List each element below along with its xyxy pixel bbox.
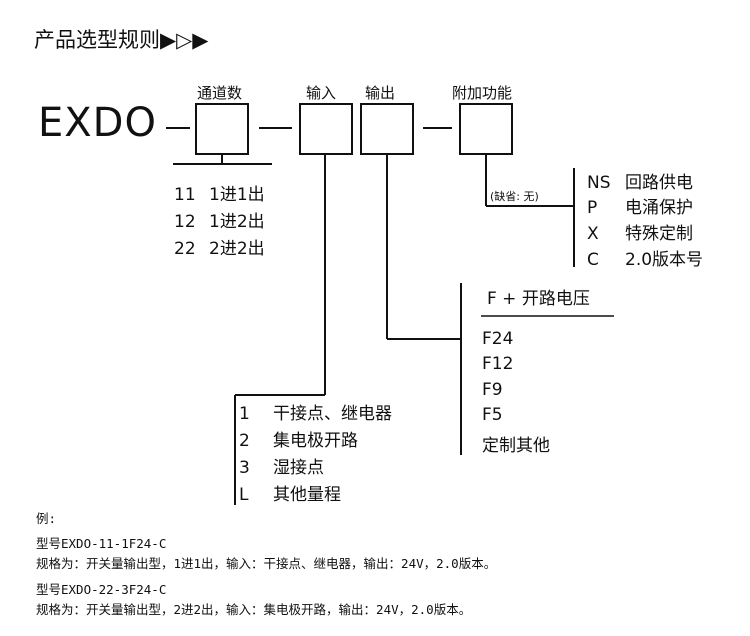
- input-option-code: 3: [239, 458, 250, 478]
- extra-option-desc: 电涌保护: [625, 198, 693, 218]
- example-1-spec: 规格为：开关量输出型，1进1出，输入：干接点、继电器，输出：24V，2.0版本。: [36, 556, 497, 571]
- extra-option-code: X: [587, 224, 599, 244]
- box-extra: [459, 103, 513, 155]
- header-input: 输入: [306, 84, 337, 102]
- extra-option: C 2.0版本号: [587, 245, 703, 270]
- extra-option: P 电涌保护: [587, 193, 693, 218]
- channel-option-desc: 1进1出: [209, 185, 265, 205]
- output-header: F + 开路电压: [487, 289, 590, 309]
- model-code-prefix: EXDO: [38, 100, 157, 146]
- channel-option: 12 1进2出: [174, 207, 265, 232]
- channel-option-code: 12: [174, 212, 196, 232]
- output-option: F9: [482, 380, 503, 400]
- examples-label: 例:: [36, 511, 57, 526]
- page-title: 产品选型规则▶▷▶: [34, 28, 209, 52]
- extra-option-desc: 特殊定制: [625, 224, 693, 244]
- input-option-desc: 干接点、继电器: [273, 404, 392, 424]
- input-option-desc: 集电极开路: [273, 431, 358, 451]
- extra-option: NS 回路供电: [587, 168, 693, 193]
- header-extra: 附加功能: [452, 84, 513, 102]
- channel-option: 22 2进2出: [174, 234, 265, 259]
- output-option: F12: [482, 354, 514, 374]
- input-option: L 其他量程: [239, 480, 341, 505]
- output-option: F24: [482, 329, 514, 349]
- example-2-model: 型号EXDO-22-3F24-C: [36, 582, 167, 597]
- input-option: 2 集电极开路: [239, 426, 358, 451]
- channel-option-code: 22: [174, 239, 196, 259]
- extra-option-code: C: [587, 250, 599, 270]
- channel-option-desc: 1进2出: [209, 212, 265, 232]
- channel-option-code: 11: [174, 185, 196, 205]
- extra-option-code: P: [587, 198, 598, 218]
- input-option: 3 湿接点: [239, 453, 324, 478]
- box-channels: [195, 103, 249, 155]
- example-2-spec: 规格为：开关量输出型，2进2出，输入：集电极开路，输出：24V，2.0版本。: [36, 602, 472, 617]
- input-option-code: 2: [239, 431, 250, 451]
- extra-option-code: NS: [587, 173, 611, 193]
- channel-option-desc: 2进2出: [209, 239, 265, 259]
- header-channels: 通道数: [197, 84, 243, 102]
- example-1-model: 型号EXDO-11-1F24-C: [36, 536, 167, 551]
- extra-option-desc: 回路供电: [625, 173, 693, 193]
- channel-option: 11 1进1出: [174, 180, 265, 205]
- extra-default-note: (缺省: 无): [490, 190, 539, 203]
- output-option: F5: [482, 405, 503, 425]
- input-option-desc: 其他量程: [273, 485, 341, 505]
- box-output: [360, 103, 414, 155]
- input-option: 1 干接点、继电器: [239, 399, 392, 424]
- input-option-code: 1: [239, 404, 250, 424]
- input-option-desc: 湿接点: [273, 458, 324, 478]
- extra-option-desc: 2.0版本号: [625, 250, 704, 270]
- input-option-code: L: [239, 485, 249, 505]
- output-option: 定制其他: [482, 436, 550, 456]
- extra-option: X 特殊定制: [587, 219, 693, 244]
- box-input: [299, 103, 353, 155]
- header-output: 输出: [365, 84, 396, 102]
